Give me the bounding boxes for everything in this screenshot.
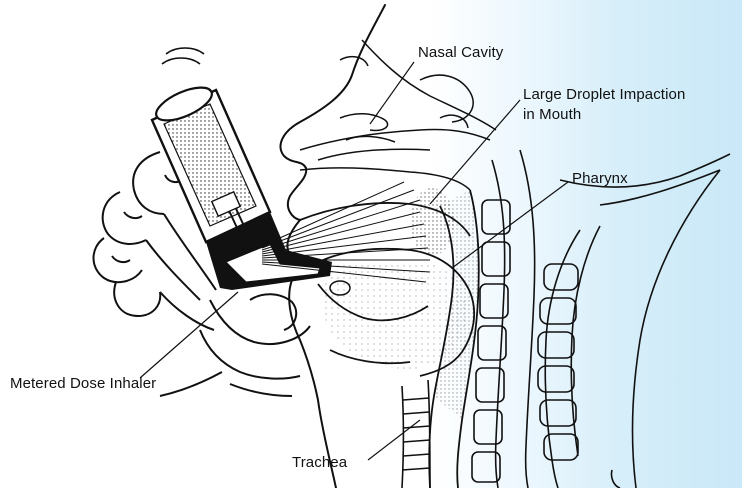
head-profile bbox=[281, 5, 385, 488]
large-droplet-label-line2: in Mouth bbox=[523, 106, 581, 123]
nasal-cavity-structure bbox=[300, 40, 496, 190]
nasal-cavity-label: Nasal Cavity bbox=[418, 44, 503, 61]
droplet-impaction-shading bbox=[410, 188, 454, 256]
inhaler-leader bbox=[140, 292, 238, 378]
trachea-structure bbox=[402, 380, 430, 488]
pharynx-label: Pharynx bbox=[572, 170, 628, 187]
trachea-leader bbox=[368, 420, 420, 460]
metered-dose-inhaler-label: Metered Dose Inhaler bbox=[10, 375, 156, 392]
droplet-leader bbox=[430, 100, 520, 204]
large-droplet-label-line1: Large Droplet Impaction bbox=[523, 86, 685, 103]
posterior-spine bbox=[538, 154, 730, 488]
cervical-spine bbox=[472, 150, 535, 488]
trachea-label: Trachea bbox=[292, 454, 347, 471]
nasal-cavity-leader bbox=[370, 62, 414, 124]
